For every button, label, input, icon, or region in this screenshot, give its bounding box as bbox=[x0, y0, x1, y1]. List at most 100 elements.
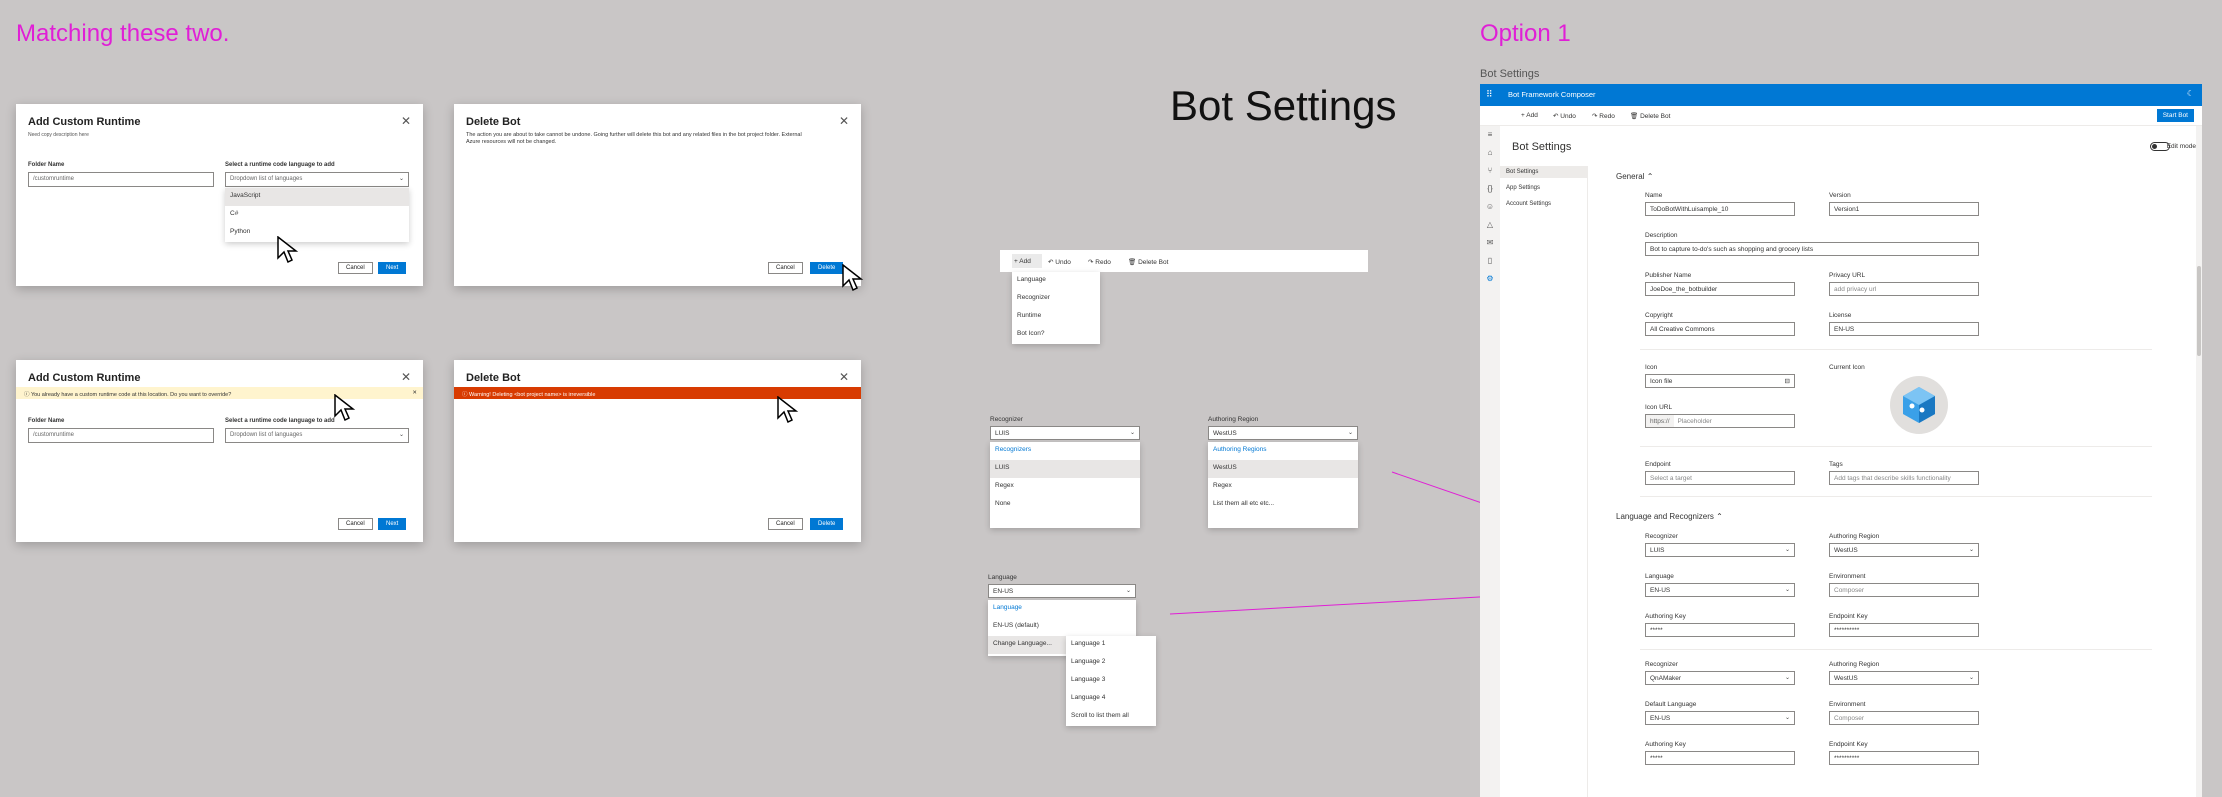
menu-item[interactable]: Language 4 bbox=[1071, 694, 1106, 701]
endpoint-key-input[interactable]: ********** bbox=[1829, 751, 1979, 765]
start-bot-button[interactable]: Start Bot bbox=[2156, 109, 2194, 122]
edit-mode-toggle[interactable] bbox=[2150, 142, 2170, 151]
nav-item-bot-settings[interactable]: Bot Settings bbox=[1506, 169, 1539, 175]
region-dropdown[interactable]: WestUS⌄ bbox=[1208, 426, 1358, 440]
environment-input[interactable]: Composer bbox=[1829, 711, 1979, 725]
authoring-key-input[interactable]: ***** bbox=[1645, 751, 1795, 765]
menu-item[interactable]: None bbox=[995, 500, 1011, 507]
menu-item[interactable]: JavaScript bbox=[225, 188, 409, 206]
scrollbar[interactable] bbox=[2196, 126, 2202, 797]
cancel-button[interactable]: Cancel bbox=[768, 518, 803, 530]
menu-item[interactable]: WestUS bbox=[1208, 460, 1358, 478]
close-icon[interactable]: ✕ bbox=[412, 390, 417, 396]
home-icon[interactable]: ⌂ bbox=[1487, 148, 1493, 157]
language-dropdown[interactable]: EN-US⌄ bbox=[1645, 583, 1795, 597]
delete-button[interactable]: Delete bbox=[810, 262, 844, 274]
description-input[interactable]: Bot to capture to-do's such as shopping … bbox=[1645, 242, 1979, 256]
menu-item[interactable]: Recognizer bbox=[1017, 294, 1050, 301]
warning-icon[interactable]: △ bbox=[1486, 220, 1494, 229]
redo-button[interactable]: ↷ Redo bbox=[1088, 258, 1111, 266]
theme-icon[interactable]: ☾ bbox=[2186, 89, 2194, 98]
language-dropdown[interactable]: Dropdown list of languages⌄ bbox=[225, 428, 409, 443]
flow-icon[interactable]: ⑂ bbox=[1487, 166, 1493, 175]
license-input[interactable]: EN-US bbox=[1829, 322, 1979, 336]
title-bar: ⠿ Bot Framework Composer ☾ bbox=[1480, 84, 2202, 106]
folder-input[interactable]: /customruntime bbox=[28, 172, 214, 187]
add-button[interactable]: + Add bbox=[1521, 112, 1538, 119]
cancel-button[interactable]: Cancel bbox=[338, 518, 373, 530]
braces-icon[interactable]: {} bbox=[1487, 184, 1493, 193]
publisher-input[interactable]: JoeDoe_the_botbuilder bbox=[1645, 282, 1795, 296]
icon-input[interactable]: Icon file⊟ bbox=[1645, 374, 1795, 388]
menu-item[interactable]: Scroll to list them all bbox=[1071, 712, 1129, 719]
authoring-key-input[interactable]: ***** bbox=[1645, 623, 1795, 637]
icon-url-input[interactable]: https://Placeholder bbox=[1645, 414, 1795, 428]
menu-item[interactable]: Language 3 bbox=[1071, 676, 1106, 683]
menu-item[interactable]: Regex bbox=[1213, 482, 1232, 489]
chevron-down-icon: ⌄ bbox=[398, 176, 404, 182]
language-dropdown[interactable]: EN-US⌄ bbox=[988, 584, 1136, 598]
delete-button[interactable]: Delete bbox=[810, 518, 844, 530]
close-icon[interactable]: ✕ bbox=[400, 114, 411, 128]
delete-bot-button[interactable]: 🗑 Delete Bot bbox=[1630, 113, 1671, 120]
recognizer-dropdown[interactable]: LUIS⌄ bbox=[990, 426, 1140, 440]
menu-item[interactable]: Language 1 bbox=[1071, 640, 1106, 647]
menu-item[interactable]: List them all etc etc... bbox=[1213, 500, 1275, 507]
edit-mode-label: Edit mode bbox=[2166, 143, 2196, 150]
close-icon[interactable]: ✕ bbox=[400, 370, 411, 384]
language-dropdown[interactable]: Dropdown list of languages ⌄ bbox=[225, 172, 409, 187]
authoring-region-dropdown[interactable]: WestUS⌄ bbox=[1829, 543, 1979, 557]
menu-item[interactable]: Python bbox=[230, 228, 251, 235]
browse-icon[interactable]: ⊟ bbox=[1784, 378, 1790, 385]
next-button[interactable]: Next bbox=[378, 262, 407, 274]
nav-item-account-settings[interactable]: Account Settings bbox=[1506, 201, 1552, 207]
copyright-input[interactable]: All Creative Commons bbox=[1645, 322, 1795, 336]
book-icon[interactable]: ▯ bbox=[1487, 256, 1493, 265]
chevron-down-icon: ⌄ bbox=[1784, 587, 1790, 593]
undo-button[interactable]: ↶ Undo bbox=[1048, 258, 1071, 266]
menu-item[interactable]: LUIS bbox=[990, 460, 1140, 478]
menu-item[interactable]: Bot Icon? bbox=[1017, 330, 1045, 337]
menu-item[interactable]: C# bbox=[230, 210, 239, 217]
next-button[interactable]: Next bbox=[378, 518, 407, 530]
cancel-button[interactable]: Cancel bbox=[338, 262, 373, 274]
section-general[interactable]: General ⌃ bbox=[1616, 172, 1653, 181]
privacy-input[interactable]: add privacy url bbox=[1829, 282, 1979, 296]
default-language-dropdown[interactable]: EN-US⌄ bbox=[1645, 711, 1795, 725]
menu-item[interactable]: Language bbox=[1017, 276, 1046, 283]
name-input[interactable]: ToDoBotWithLuisample_10 bbox=[1645, 202, 1795, 216]
close-icon[interactable]: ✕ bbox=[838, 114, 849, 128]
scrollbar-thumb[interactable] bbox=[2197, 266, 2201, 356]
menu-item[interactable]: Regex bbox=[995, 482, 1014, 489]
recognizer-dropdown[interactable]: QnAMaker⌄ bbox=[1645, 671, 1795, 685]
section-language-recognizers[interactable]: Language and Recognizers ⌃ bbox=[1616, 512, 1723, 521]
delete-bot-button[interactable]: 🗑 Delete Bot bbox=[1128, 258, 1168, 266]
menu-icon[interactable]: ≡ bbox=[1487, 130, 1493, 139]
waffle-icon[interactable]: ⠿ bbox=[1486, 89, 1493, 99]
version-input[interactable]: Version1 bbox=[1829, 202, 1979, 216]
chat-icon[interactable]: ✉ bbox=[1486, 238, 1494, 247]
cancel-button[interactable]: Cancel bbox=[768, 262, 803, 274]
dialog-subtitle: Need copy description here bbox=[28, 132, 89, 138]
endpoint-key-input[interactable]: ********** bbox=[1829, 623, 1979, 637]
recognizer-dropdown[interactable]: LUIS⌄ bbox=[1645, 543, 1795, 557]
language-dropdown-value: Dropdown list of languages bbox=[230, 176, 303, 182]
add-button[interactable]: + Add bbox=[1014, 258, 1031, 265]
undo-button[interactable]: ↶ Undo bbox=[1553, 113, 1576, 120]
user-icon[interactable]: ☺ bbox=[1485, 202, 1495, 211]
nav-item-app-settings[interactable]: App Settings bbox=[1506, 185, 1541, 191]
menu-item[interactable]: Runtime bbox=[1017, 312, 1042, 319]
dialog-title: Delete Bot bbox=[466, 116, 521, 128]
tags-input[interactable]: Add tags that describe skills functional… bbox=[1829, 471, 1979, 485]
redo-button[interactable]: ↷ Redo bbox=[1592, 113, 1615, 120]
environment-input[interactable]: Composer bbox=[1829, 583, 1979, 597]
folder-input[interactable]: /customruntime bbox=[28, 428, 214, 443]
settings-icon[interactable]: ⚙ bbox=[1486, 274, 1494, 283]
endpoint-input[interactable]: Select a target bbox=[1645, 471, 1795, 485]
menu-item[interactable]: EN-US (default) bbox=[993, 622, 1039, 629]
menu-item[interactable]: Language 2 bbox=[1071, 658, 1106, 665]
region-menu: Authoring Regions WestUS Regex List them… bbox=[1208, 442, 1358, 528]
menu-item[interactable]: Change Language... bbox=[988, 636, 1066, 654]
authoring-region-dropdown[interactable]: WestUS⌄ bbox=[1829, 671, 1979, 685]
close-icon[interactable]: ✕ bbox=[838, 370, 849, 384]
